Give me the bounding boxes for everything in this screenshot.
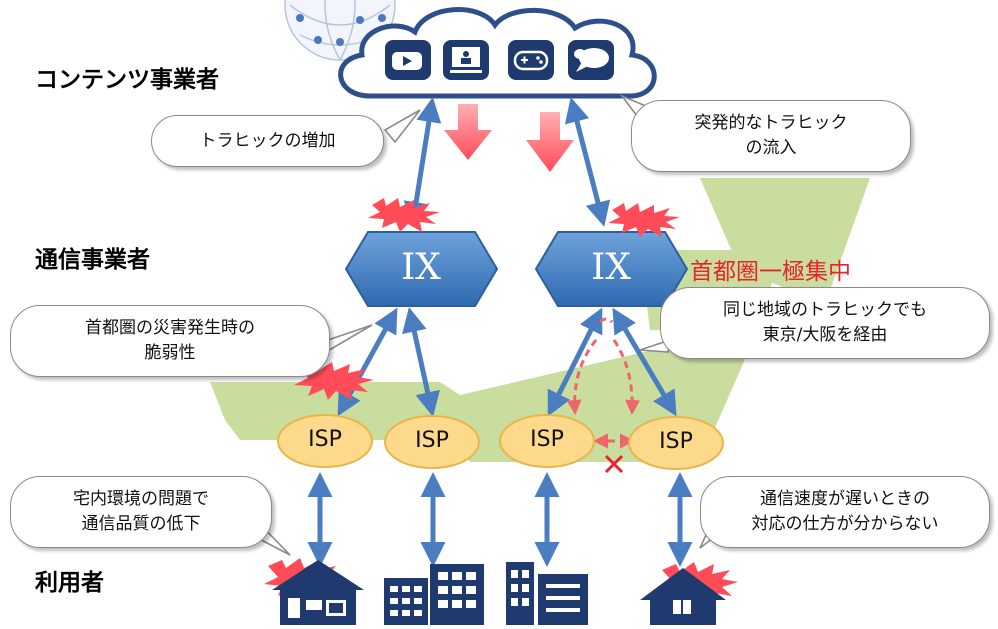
isp-3-label: ISP	[530, 427, 564, 452]
callout-same-region-line1: 同じ地域のトラヒックでも	[723, 300, 927, 321]
layer-label-user: 利用者	[35, 570, 104, 596]
isp-1-label: ISP	[308, 427, 342, 452]
ix-right-label: IX	[591, 247, 631, 288]
callout-home-environment: 宅内環境の問題で 通信品質の低下	[10, 476, 272, 548]
callout-home-env-line1: 宅内環境の問題で	[73, 489, 209, 510]
alert-burst-ix-left	[368, 198, 440, 232]
presentation-icon	[443, 40, 489, 80]
blocked-x-icon	[604, 454, 624, 474]
ix-left-node	[344, 231, 499, 307]
house-icon	[640, 568, 726, 625]
callout-same-region-line2: 東京/大阪を経由	[762, 325, 888, 345]
isp-nodes	[277, 414, 724, 470]
network-links	[307, 97, 693, 567]
callout-sudden-traffic-line1: 突発的なトラヒック	[694, 113, 848, 134]
isp-node-4	[628, 416, 724, 470]
isp-node-2	[384, 415, 480, 469]
callout-home-env-line2: 通信品質の低下	[81, 514, 201, 534]
ix-left-label: IX	[401, 247, 441, 288]
reroute-arrows	[566, 317, 641, 449]
callout-traffic-increase-text: トラヒックの増加	[199, 130, 336, 151]
callout-slow-speed-line1: 通信速度が遅いときの	[760, 489, 930, 510]
layer-label-content-provider: コンテンツ事業者	[35, 67, 219, 93]
link-ix-isp2	[402, 307, 440, 417]
callout-traffic-increase: トラヒックの増加	[151, 115, 384, 167]
apartment-building-icon	[506, 562, 588, 625]
isp-4-label: ISP	[659, 429, 693, 454]
home-icon	[272, 560, 364, 625]
traffic-arrow-right	[526, 112, 574, 172]
callout-disaster-line2: 脆弱性	[144, 343, 196, 363]
traffic-arrows	[444, 104, 574, 172]
isp-2-label: ISP	[415, 428, 449, 453]
isp-node-1	[277, 414, 373, 468]
link-cloud-ix-right	[564, 97, 611, 227]
link-ix-isp3	[547, 307, 603, 417]
callout-same-region-traffic: 同じ地域のトラヒックでも 東京/大阪を経由	[660, 287, 990, 359]
traffic-arrow-left	[444, 104, 492, 160]
video-icon	[385, 40, 431, 80]
callout-slow-speed: 通信速度が遅いときの 対応の仕方が分からない	[700, 476, 990, 548]
alert-burst-ix-right	[608, 203, 680, 237]
gamepad-icon	[508, 40, 554, 80]
callout-slow-speed-line2: 対応の仕方が分からない	[751, 514, 939, 534]
office-building-icon	[384, 564, 484, 625]
callout-disaster-line1: 首都圏の災害発生時の	[85, 318, 255, 339]
chat-icon	[568, 40, 614, 80]
layer-label-carrier: 通信事業者	[35, 247, 150, 273]
callout-sudden-traffic-line2: の流入	[745, 138, 797, 158]
callout-sudden-traffic: 突発的なトラヒック の流入	[631, 100, 911, 172]
link-ix-isp4	[612, 307, 677, 417]
isp-node-3	[499, 414, 595, 468]
callout-disaster-vulnerability: 首都圏の災害発生時の 脆弱性	[10, 305, 330, 377]
tokyo-concentration-note: 首都圏一極集中	[690, 259, 851, 285]
link-cloud-ix-left	[403, 97, 442, 227]
